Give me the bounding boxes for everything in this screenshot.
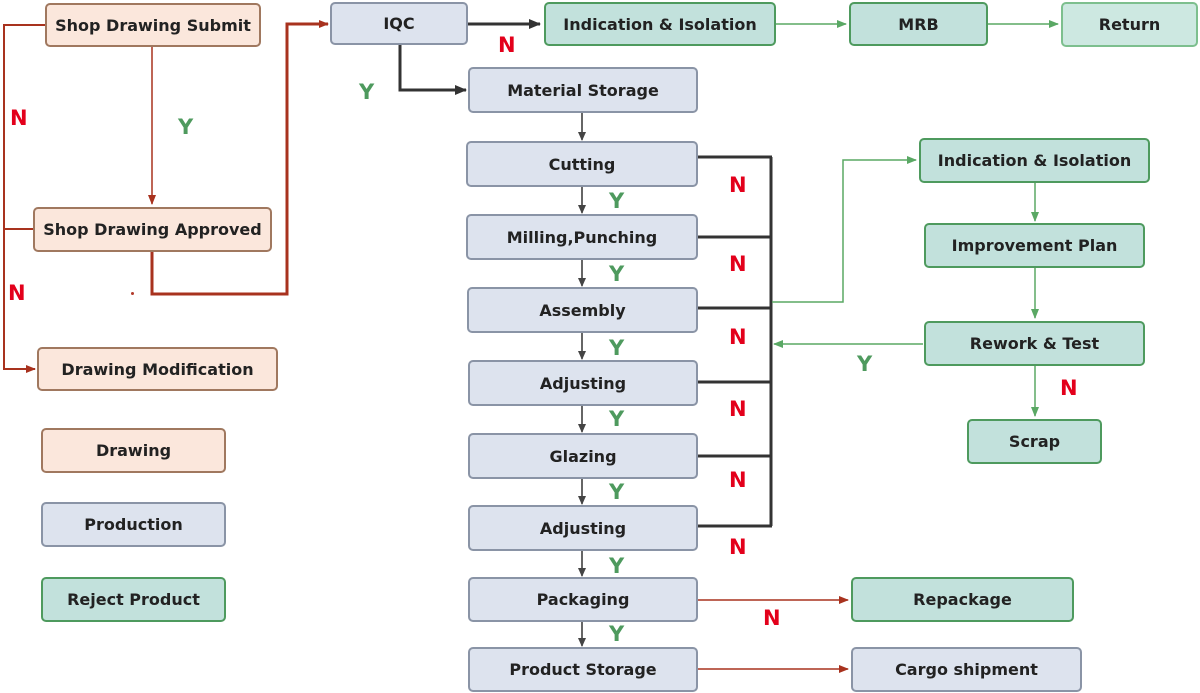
no-label: N (1060, 376, 1078, 400)
production-flow-arrows (398, 19, 773, 647)
adjusting-node-1: Adjusting (468, 360, 698, 406)
mrb-node: MRB (849, 2, 988, 46)
improvement-plan-node: Improvement Plan (924, 223, 1145, 268)
return-node: Return (1061, 2, 1198, 47)
glazing-node: Glazing (468, 433, 698, 479)
no-label: N (763, 606, 781, 630)
legend-drawing: Drawing (41, 428, 226, 473)
no-label: N (8, 281, 26, 305)
reject-flow-arrows (772, 20, 1059, 417)
no-label: N (729, 252, 747, 276)
no-label: N (729, 325, 747, 349)
stray-dot (131, 292, 134, 295)
no-label: N (498, 33, 516, 57)
material-storage-node: Material Storage (468, 67, 698, 113)
yes-label: Y (609, 189, 625, 213)
yes-label: Y (359, 80, 375, 104)
iqc-node: IQC (330, 2, 468, 45)
yes-label: Y (178, 115, 194, 139)
repackage-node: Repackage (851, 577, 1074, 622)
no-label: N (729, 397, 747, 421)
no-label: N (729, 535, 747, 559)
no-label: N (10, 106, 28, 130)
yes-label: Y (609, 480, 625, 504)
cutting-node: Cutting (466, 141, 698, 187)
drawing-modification-node: Drawing Modification (37, 347, 278, 391)
yes-label: Y (609, 407, 625, 431)
yes-label: Y (609, 262, 625, 286)
cargo-shipment-node: Cargo shipment (851, 647, 1082, 692)
yes-label: Y (609, 622, 625, 646)
product-storage-node: Product Storage (468, 647, 698, 692)
yes-label: Y (609, 336, 625, 360)
packaging-node: Packaging (468, 577, 698, 622)
scrap-node: Scrap (967, 419, 1102, 464)
yes-label: Y (857, 352, 873, 376)
rework-test-node: Rework & Test (924, 321, 1145, 366)
milling-punching-node: Milling,Punching (466, 214, 698, 260)
yes-label: Y (609, 554, 625, 578)
indication-isolation-right-node: Indication & Isolation (919, 138, 1150, 183)
shop-drawing-submit-node: Shop Drawing Submit (45, 3, 261, 47)
drawing-flow-arrows (3, 20, 849, 673)
assembly-node: Assembly (467, 287, 698, 333)
indication-isolation-top-node: Indication & Isolation (544, 2, 776, 46)
legend-production: Production (41, 502, 226, 547)
adjusting-node-2: Adjusting (468, 505, 698, 551)
no-label: N (729, 173, 747, 197)
legend-reject-product: Reject Product (41, 577, 226, 622)
no-label: N (729, 468, 747, 492)
shop-drawing-approved-node: Shop Drawing Approved (33, 207, 272, 252)
